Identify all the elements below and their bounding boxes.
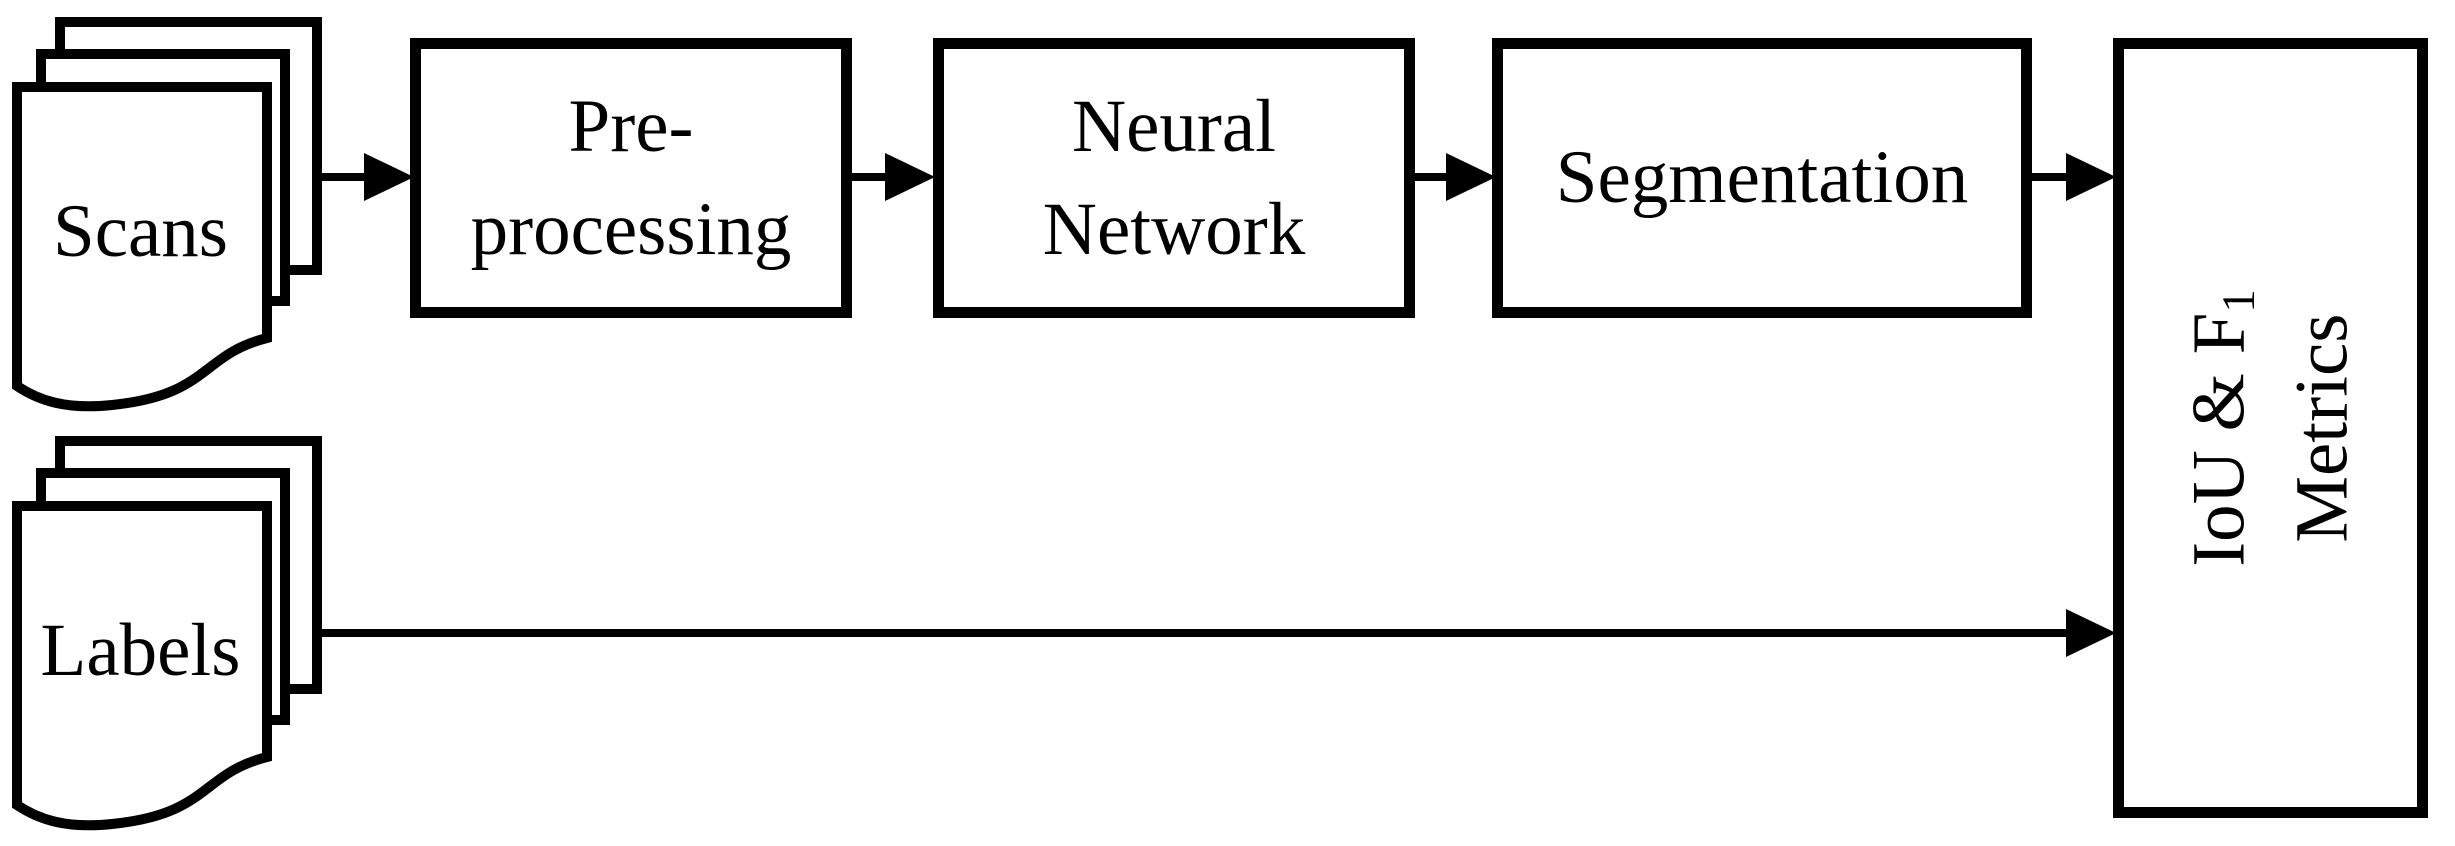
neural-network-box: Neural Network <box>933 38 1415 318</box>
preprocessing-line1: Pre- <box>568 84 694 168</box>
metrics-box-label: IoU & F1 Metrics <box>2168 289 2372 566</box>
labels-stack-label: Labels <box>14 506 267 796</box>
arrow-labels-to-metrics <box>320 609 2116 657</box>
document-stack-icon <box>12 436 322 831</box>
preprocessing-box: Pre- processing <box>410 38 852 318</box>
preprocessing-box-label: Pre- processing <box>471 75 792 282</box>
neural-network-line2: Network <box>1042 188 1306 271</box>
neural-network-box-label: Neural Network <box>1043 75 1305 282</box>
segmentation-box: Segmentation <box>1492 38 2032 318</box>
neural-network-line1: Neural <box>1071 84 1277 168</box>
preprocessing-line2: processing <box>470 188 792 271</box>
arrow-neural-network-to-segmentation <box>1411 153 1496 201</box>
metrics-line2: Metrics <box>2280 313 2364 543</box>
segmentation-box-label: Segmentation <box>1555 136 1969 220</box>
arrow-segmentation-to-metrics <box>2028 153 2116 201</box>
arrowhead <box>885 153 935 201</box>
f1-subscript: 1 <box>2213 289 2265 313</box>
arrow-preprocessing-to-neural-network <box>848 153 935 201</box>
document-stack-icon <box>12 17 322 412</box>
metrics-box: IoU & F1 Metrics <box>2113 38 2428 818</box>
arrowhead <box>1446 153 1496 201</box>
scans-label-text: Scans <box>53 190 228 273</box>
arrowhead <box>364 153 414 201</box>
arrowhead <box>2066 153 2116 201</box>
page-front <box>12 82 272 412</box>
metrics-line1: IoU & F1 <box>2177 289 2265 567</box>
page-front <box>12 501 272 831</box>
labels-label-text: Labels <box>40 609 241 692</box>
arrowhead <box>2066 609 2116 657</box>
scans-stack-label: Scans <box>14 87 267 377</box>
